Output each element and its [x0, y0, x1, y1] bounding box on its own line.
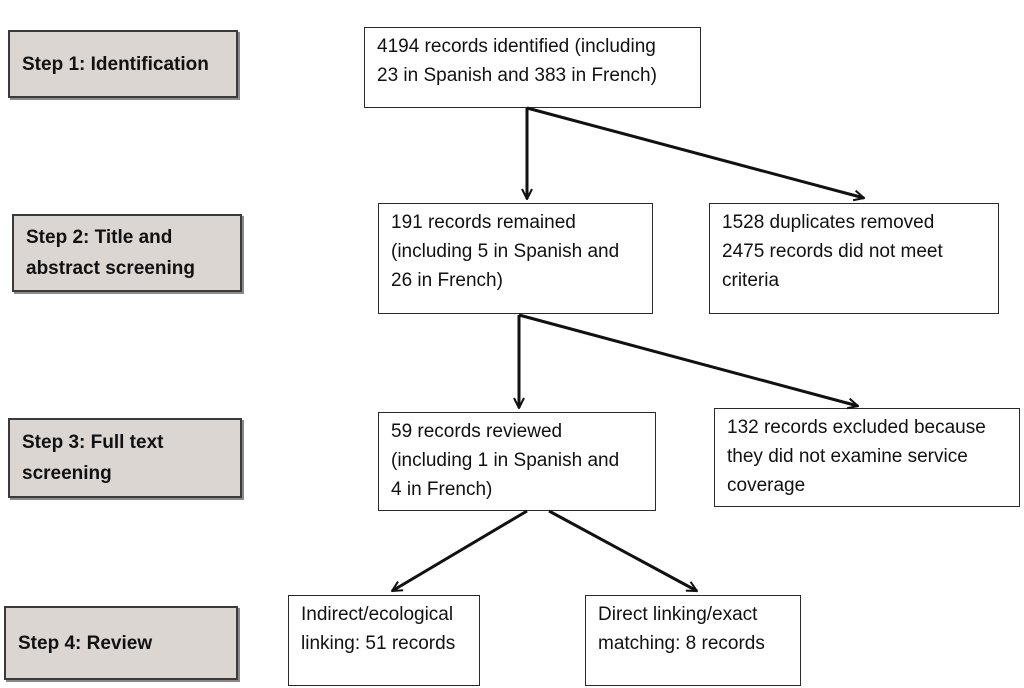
step-4-label: Step 4: Review	[4, 606, 238, 680]
indirect-linking-box: Indirect/ecological linking: 51 records	[288, 595, 480, 686]
step-2-label: Step 2: Title and abstract screening	[12, 214, 242, 292]
records-remained-box: 191 records remained (including 5 in Spa…	[378, 203, 653, 314]
step-3-label: Step 3: Full text screening	[8, 418, 242, 498]
records-reviewed-box: 59 records reviewed (including 1 in Span…	[378, 412, 656, 511]
arrow-identified-to-removed	[526, 106, 864, 198]
arrow-reviewed-to-indirect	[392, 509, 528, 593]
step-1-label: Step 1: Identification	[8, 30, 238, 98]
arrow-remained-to-excluded	[518, 313, 858, 406]
records-excluded-box: 132 records excluded because they did no…	[714, 408, 1020, 507]
duplicates-removed-box: 1528 duplicates removed 2475 records did…	[709, 203, 999, 314]
direct-linking-box: Direct linking/exact matching: 8 records	[585, 595, 801, 686]
arrow-reviewed-to-direct	[548, 509, 697, 593]
records-identified-box: 4194 records identified (including 23 in…	[364, 27, 701, 108]
